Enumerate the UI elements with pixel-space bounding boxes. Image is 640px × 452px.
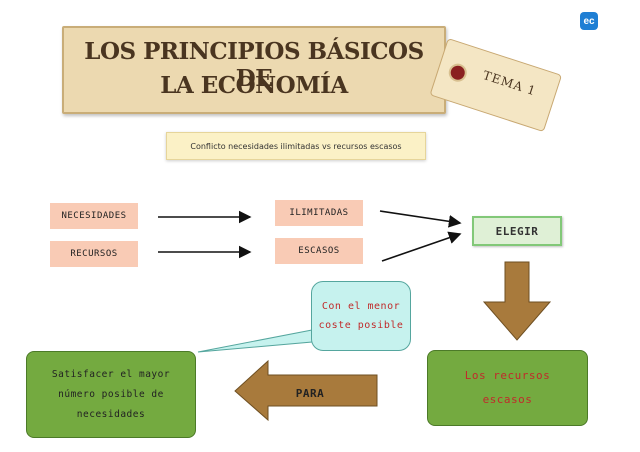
down-arrow [482, 261, 552, 341]
bubble-tail [197, 329, 313, 353]
arrow-ilimitadas-elegir [379, 210, 462, 228]
left-arrow [234, 359, 378, 422]
title-banner: LOS PRINCIPIOS BÁSICOS DE LA ECONOMÍA [62, 26, 446, 114]
node-satisfacer: Satisfacer el mayor número posible de ne… [26, 351, 196, 438]
node-ilimitadas: ILIMITADAS [275, 200, 363, 226]
node-escasos: ESCASOS [275, 238, 363, 264]
ec-logo: ec [580, 12, 598, 30]
arrow-escasos-elegir [381, 231, 462, 262]
para-label: PARA [295, 386, 325, 400]
subtitle: Conflicto necesidades ilimitadas vs recu… [166, 132, 426, 160]
node-elegir: ELEGIR [472, 216, 562, 246]
title-line-2: LA ECONOMÍA [160, 72, 348, 99]
speech-bubble: Con el menor coste posible [311, 281, 411, 351]
node-recursos-escasos: Los recursos escasos [427, 350, 588, 426]
node-necesidades: NECESIDADES [50, 203, 138, 229]
node-recursos: RECURSOS [50, 241, 138, 267]
title-line-1: LOS PRINCIPIOS BÁSICOS DE [84, 38, 424, 92]
